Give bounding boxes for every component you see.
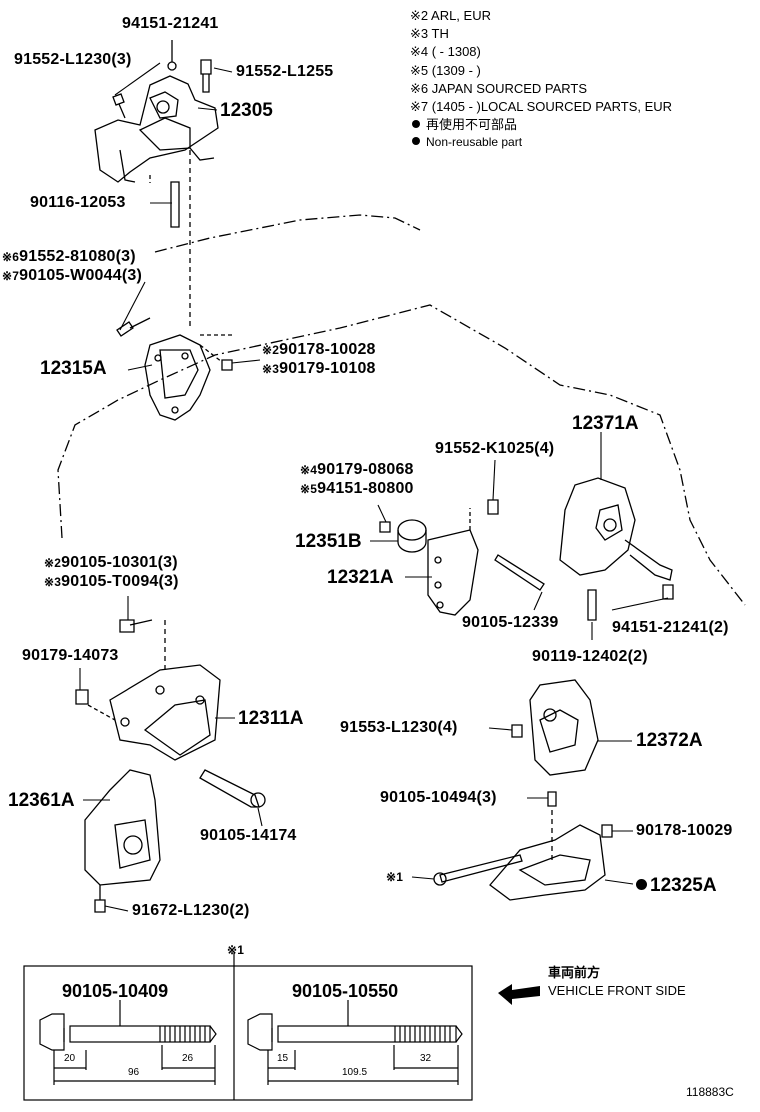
part-12371A[interactable]: 12371A — [572, 413, 639, 434]
part-90105-12339[interactable]: 90105-12339 — [462, 614, 559, 631]
bullet-icon — [412, 137, 420, 145]
diagram-id: 118883C — [686, 1085, 734, 1099]
part-90105-14174[interactable]: 90105-14174 — [200, 827, 297, 844]
part-91552-K1025[interactable]: 91552-K1025(4) — [435, 440, 555, 457]
bolt-right-part[interactable]: 90105-10550 — [292, 981, 399, 1001]
part-12372A[interactable]: 12372A — [636, 730, 703, 751]
leaders — [79, 62, 669, 912]
bracket-12325A-drawing — [433, 824, 613, 901]
bracket-12311A-drawing — [75, 619, 266, 808]
part-91672-L1230[interactable]: 91672-L1230(2) — [132, 902, 250, 919]
part-91552-L1230-3[interactable]: 91552-L1230(3) — [14, 51, 132, 68]
front-label-jp: 車両前方 — [548, 965, 601, 980]
part-91553-L1230[interactable]: 91553-L1230(4) — [340, 719, 458, 736]
note-nonreusable-jp: 再使用不可部品 — [412, 118, 517, 131]
nonreusable-dot-icon — [636, 879, 647, 890]
dim-right-length: 109.5 — [342, 1067, 368, 1078]
engine-outline — [57, 304, 746, 606]
note-5: ※5 (1309 - ) — [410, 63, 481, 78]
bullet-icon — [412, 120, 420, 128]
part-90179-14073[interactable]: 90179-14073 — [22, 647, 119, 664]
top-bolts-drawing — [112, 59, 212, 228]
engine-outline-top — [154, 214, 421, 253]
part-91552-L1255[interactable]: 91552-L1255 — [236, 63, 334, 80]
part-12315A[interactable]: 12315A — [40, 358, 107, 379]
bracket-12315A-drawing — [116, 317, 235, 421]
part-12311A[interactable]: 12311A — [238, 708, 304, 729]
note-2: ※2 ARL, EUR — [410, 8, 491, 23]
mount-12372A-drawing — [511, 679, 599, 860]
dim-left-thread: 26 — [182, 1053, 194, 1064]
marker-1: ※1 — [386, 870, 404, 884]
mount-12361A-drawing — [84, 769, 161, 913]
bolt-table-drawing — [23, 953, 473, 1101]
note-nonreusable-en: Non-reusable part — [412, 136, 522, 148]
part-12321A[interactable]: 12321A — [327, 567, 394, 588]
front-label-en: VEHICLE FRONT SIDE — [548, 983, 686, 998]
bolt-left-part[interactable]: 90105-10409 — [62, 981, 169, 1001]
note-7: ※7 (1405 - )LOCAL SOURCED PARTS, EUR — [410, 99, 673, 114]
part-90178-10029[interactable]: 90178-10029 — [636, 822, 733, 839]
part-90105-10494[interactable]: 90105-10494(3) — [380, 789, 497, 806]
dim-right-thread: 32 — [420, 1053, 432, 1064]
part-90105-W0044[interactable]: ※790105-W0044(3) — [2, 267, 143, 284]
part-90179-08068[interactable]: ※490179-08068 — [300, 461, 414, 478]
dim-left-head: 20 — [64, 1053, 76, 1064]
part-90105-T0094[interactable]: ※390105-T0094(3) — [44, 573, 179, 590]
bracket-12321A-drawing — [379, 499, 545, 616]
part-12351B[interactable]: 12351B — [295, 531, 362, 552]
part-90119-12402[interactable]: 90119-12402(2) — [532, 648, 648, 665]
part-12325A[interactable]: 12325A — [636, 876, 717, 895]
part-90178-10028[interactable]: ※290178-10028 — [262, 341, 376, 358]
table-marker: ※1 — [227, 943, 245, 957]
part-12305[interactable]: 12305 — [220, 100, 273, 121]
note-6: ※6 JAPAN SOURCED PARTS — [410, 81, 588, 96]
part-12361A[interactable]: 12361A — [8, 790, 75, 811]
dim-right-head: 15 — [277, 1053, 289, 1064]
part-94151-21241-2[interactable]: 94151-21241(2) — [612, 619, 729, 636]
mount-12371A-drawing — [559, 477, 674, 621]
part-90179-10108[interactable]: ※390179-10108 — [262, 360, 376, 377]
part-90105-10301[interactable]: ※290105-10301(3) — [44, 554, 178, 571]
note-4: ※4 ( - 1308) — [410, 44, 481, 59]
part-94151-21241[interactable]: 94151-21241 — [122, 15, 219, 32]
part-94151-80800[interactable]: ※594151-80800 — [300, 480, 414, 497]
part-90116-12053[interactable]: 90116-12053 — [30, 194, 126, 211]
part-91552-81080[interactable]: ※691552-81080(3) — [2, 248, 136, 265]
front-arrow-icon — [498, 984, 540, 1005]
dim-left-length: 96 — [128, 1067, 140, 1078]
mount-12305-drawing — [94, 40, 219, 183]
note-3: ※3 TH — [410, 26, 449, 41]
